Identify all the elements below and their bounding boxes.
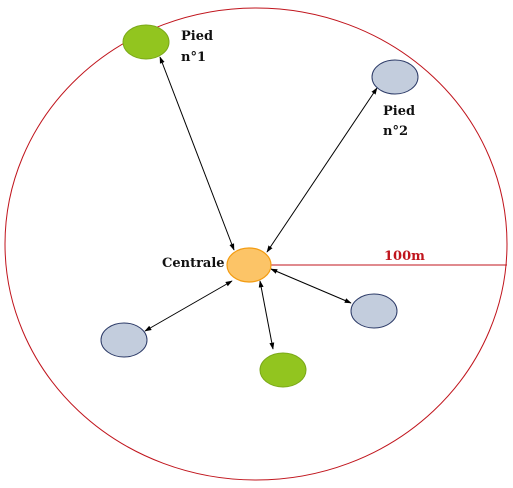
node-centrale — [226, 247, 272, 283]
label-pied1-line1: Pied — [181, 29, 213, 44]
link-left-node — [144, 280, 233, 332]
link-bottom-node — [258, 280, 275, 350]
label-centrale: Centrale — [162, 256, 225, 271]
link-right-node — [270, 268, 352, 304]
link-pied1 — [159, 56, 235, 251]
label-pied2-line2: n°2 — [383, 124, 408, 139]
node-pied1 — [122, 24, 170, 60]
label-pied2-line1: Pied — [383, 104, 415, 119]
node-left — [100, 322, 148, 358]
coverage-circle — [4, 7, 508, 481]
label-pied1-line2: n°1 — [181, 50, 206, 65]
node-right — [350, 293, 398, 329]
node-pied2 — [371, 59, 419, 95]
radius-label: 100m — [384, 249, 425, 264]
node-bottom — [259, 352, 307, 388]
link-pied2 — [266, 87, 378, 253]
